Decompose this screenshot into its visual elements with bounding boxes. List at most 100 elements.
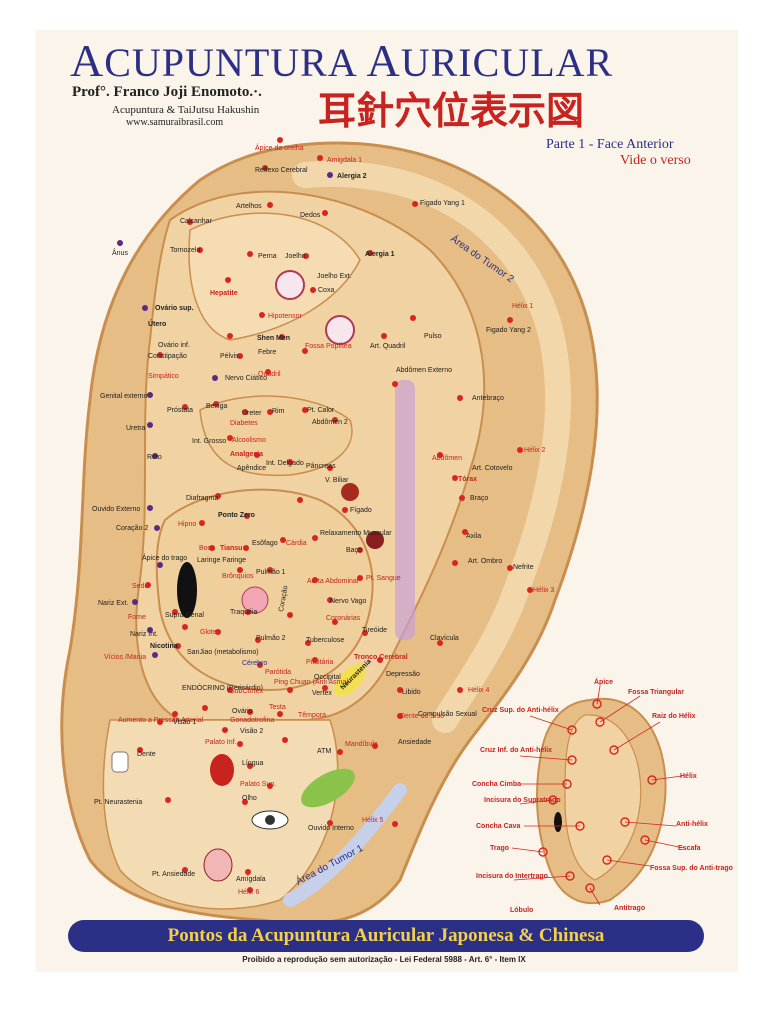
point[interactable] (182, 867, 188, 873)
point[interactable] (237, 353, 243, 359)
point[interactable] (227, 435, 233, 441)
point[interactable] (202, 705, 208, 711)
point[interactable] (462, 529, 468, 535)
point[interactable] (199, 520, 205, 526)
point[interactable] (172, 711, 178, 717)
point[interactable] (459, 495, 465, 501)
point[interactable] (303, 253, 309, 259)
point[interactable] (257, 662, 263, 668)
point[interactable] (222, 727, 228, 733)
point[interactable] (247, 763, 253, 769)
point[interactable] (157, 719, 163, 725)
point[interactable] (243, 545, 249, 551)
point[interactable] (437, 640, 443, 646)
point[interactable] (322, 685, 328, 691)
point[interactable] (277, 137, 283, 143)
point[interactable] (357, 547, 363, 553)
point[interactable] (244, 513, 250, 519)
point[interactable] (197, 247, 203, 253)
point[interactable] (312, 535, 318, 541)
point[interactable] (327, 465, 333, 471)
point[interactable] (172, 609, 178, 615)
point[interactable] (372, 743, 378, 749)
point[interactable] (267, 409, 273, 415)
point[interactable] (213, 401, 219, 407)
point[interactable] (255, 637, 261, 643)
point[interactable] (215, 493, 221, 499)
point[interactable] (242, 409, 248, 415)
point[interactable] (209, 545, 215, 551)
point[interactable] (142, 305, 148, 311)
point[interactable] (267, 783, 273, 789)
point[interactable] (392, 381, 398, 387)
point[interactable] (302, 407, 308, 413)
point[interactable] (245, 869, 251, 875)
point[interactable] (137, 747, 143, 753)
point[interactable] (147, 392, 153, 398)
point[interactable] (265, 369, 271, 375)
point[interactable] (227, 687, 233, 693)
point[interactable] (237, 567, 243, 573)
point[interactable] (242, 799, 248, 805)
point[interactable] (267, 202, 273, 208)
point[interactable] (312, 657, 318, 663)
point[interactable] (154, 525, 160, 531)
point[interactable] (247, 887, 253, 893)
point[interactable] (227, 333, 233, 339)
point[interactable] (381, 333, 387, 339)
point[interactable] (145, 582, 151, 588)
point[interactable] (287, 459, 293, 465)
point[interactable] (457, 687, 463, 693)
point[interactable] (457, 395, 463, 401)
point[interactable] (377, 657, 383, 663)
point[interactable] (317, 155, 323, 161)
point[interactable] (305, 640, 311, 646)
point[interactable] (287, 687, 293, 693)
point[interactable] (452, 560, 458, 566)
point[interactable] (279, 334, 285, 340)
point[interactable] (147, 505, 153, 511)
point[interactable] (322, 210, 328, 216)
point[interactable] (225, 277, 231, 283)
point[interactable] (527, 587, 533, 593)
point[interactable] (302, 348, 308, 354)
point[interactable] (237, 741, 243, 747)
point[interactable] (327, 172, 333, 178)
point[interactable] (297, 497, 303, 503)
point[interactable] (277, 711, 283, 717)
point[interactable] (362, 630, 368, 636)
point[interactable] (507, 317, 513, 323)
point[interactable] (332, 417, 338, 423)
point[interactable] (337, 749, 343, 755)
point[interactable] (254, 452, 260, 458)
point[interactable] (410, 315, 416, 321)
point[interactable] (259, 312, 265, 318)
point[interactable] (132, 599, 138, 605)
point[interactable] (452, 475, 458, 481)
point[interactable] (412, 201, 418, 207)
point[interactable] (280, 537, 286, 543)
point[interactable] (312, 577, 318, 583)
point[interactable] (152, 652, 158, 658)
point[interactable] (397, 687, 403, 693)
point[interactable] (310, 287, 316, 293)
point[interactable] (247, 251, 253, 257)
point[interactable] (165, 797, 171, 803)
point[interactable] (182, 404, 188, 410)
point[interactable] (507, 565, 513, 571)
point[interactable] (327, 597, 333, 603)
point[interactable] (287, 612, 293, 618)
point[interactable] (367, 250, 373, 256)
point[interactable] (397, 713, 403, 719)
point[interactable] (245, 609, 251, 615)
point[interactable] (182, 624, 188, 630)
point[interactable] (212, 375, 218, 381)
point[interactable] (517, 447, 523, 453)
point[interactable] (147, 627, 153, 633)
point[interactable] (267, 567, 273, 573)
point[interactable] (437, 452, 443, 458)
point[interactable] (175, 643, 181, 649)
point[interactable] (282, 737, 288, 743)
point[interactable] (262, 165, 268, 171)
point[interactable] (147, 422, 153, 428)
